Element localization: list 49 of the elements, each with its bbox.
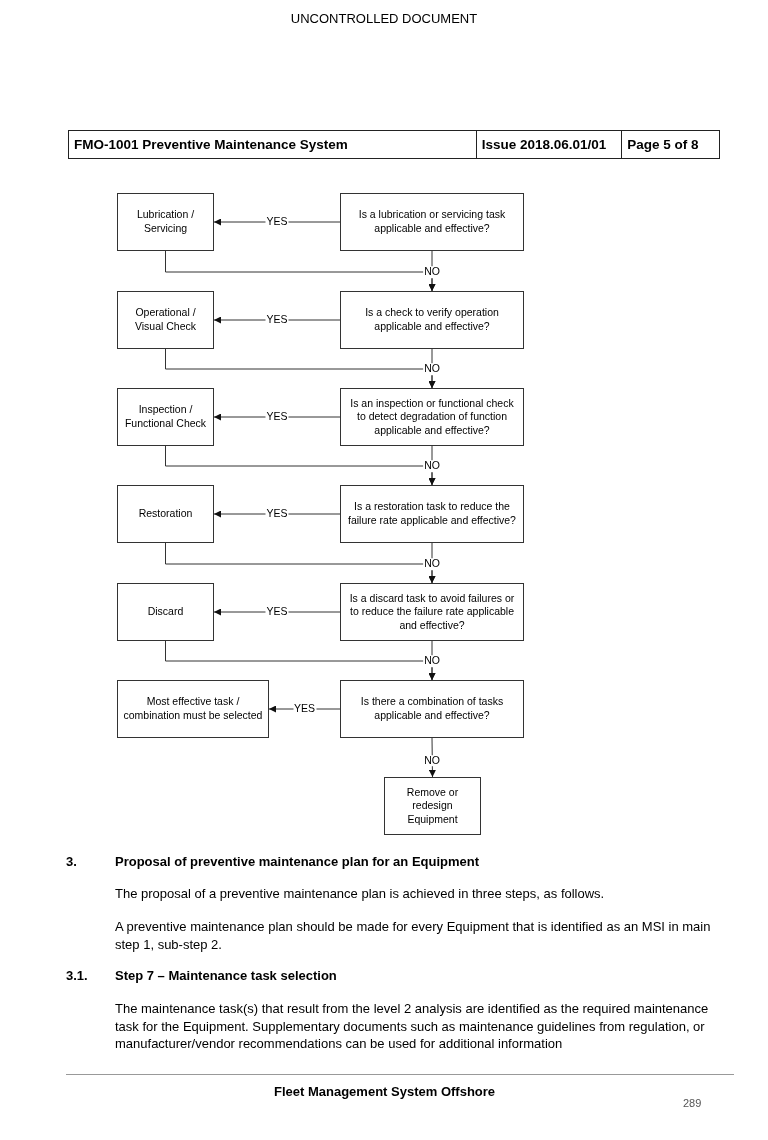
edge-label: YES xyxy=(265,314,289,326)
edge-label: YES xyxy=(265,508,289,520)
decision-box: Is an inspection or functional check to detect degradation of function applicable and effective? xyxy=(340,388,524,446)
arrow xyxy=(165,348,436,389)
edge-label: YES xyxy=(293,703,316,715)
arrow xyxy=(213,608,341,616)
arrow xyxy=(165,542,436,584)
edge-label: YES xyxy=(265,606,289,618)
edge-label: NO xyxy=(423,460,441,472)
arrow xyxy=(165,250,436,292)
footer-text: Fleet Management System Offshore xyxy=(274,1083,496,1101)
arrow xyxy=(213,413,341,421)
document-status: UNCONTROLLED DOCUMENT xyxy=(290,11,478,26)
decision-box: Is a discard task to avoid failures or to reduce the failure rate applicable and effective? xyxy=(340,583,524,641)
edge-label: YES xyxy=(265,216,289,228)
arrow xyxy=(213,510,341,518)
process-box: Remove or redesign Equipment xyxy=(384,777,481,835)
decision-box: Is a check to verify operation applicable and effective? xyxy=(340,291,524,349)
paragraph: The proposal of a preventive maintenance plan is achieved in three steps, as follows. xyxy=(115,885,606,903)
edge-label: NO xyxy=(423,558,441,570)
decision-box: Is a lubrication or servicing task applicable and effective? xyxy=(340,193,524,251)
arrow xyxy=(165,445,436,486)
arrow xyxy=(268,705,341,713)
process-box: Discard xyxy=(117,583,214,641)
edge-label: YES xyxy=(265,411,289,423)
process-box: Most effective task / combination must be selected xyxy=(117,680,269,738)
decision-box: Is a restoration task to reduce the failure rate applicable and effective? xyxy=(340,485,524,543)
arrow xyxy=(213,218,341,226)
paragraph: The maintenance task(s) that result from the level 2 analysis are identified as the required maintenance task for the Equipment. Supplementary documents such as maintenance guidelines from regulation, or manufacturer/vendor recommendations can be used for additional information xyxy=(115,1000,710,1053)
edge-label: NO xyxy=(423,655,441,667)
table-cell-text: FMO-1001 Preventive Maintenance System xyxy=(73,136,349,154)
process-box: Restoration xyxy=(117,485,214,543)
edge-label: NO xyxy=(423,754,441,767)
edge-label: NO xyxy=(423,266,441,278)
arrow xyxy=(213,316,341,324)
table-cell: Issue 2018.06.01/01 xyxy=(475,131,622,158)
process-box: Operational / Visual Check xyxy=(117,291,214,349)
process-box: Lubrication / Servicing xyxy=(117,193,214,251)
section-number: 3.1. xyxy=(66,967,88,985)
page-number: 289 xyxy=(683,1096,702,1111)
process-box: Inspection / Functional Check xyxy=(117,388,214,446)
table-cell: Page 5 of 8 xyxy=(621,131,719,158)
section-number: 3. xyxy=(66,853,77,871)
edge-label: NO xyxy=(423,363,441,375)
decision-box: Is there a combination of tasks applicable and effective? xyxy=(340,680,524,738)
paragraph: A preventive maintenance plan should be made for every Equipment that is identified as an MSI in main step 1, sub-step 2. xyxy=(115,918,712,954)
arrow xyxy=(165,640,436,681)
section-heading: Proposal of preventive maintenance plan for an Equipment xyxy=(115,853,480,871)
section-heading: Step 7 – Maintenance task selection xyxy=(115,967,337,985)
